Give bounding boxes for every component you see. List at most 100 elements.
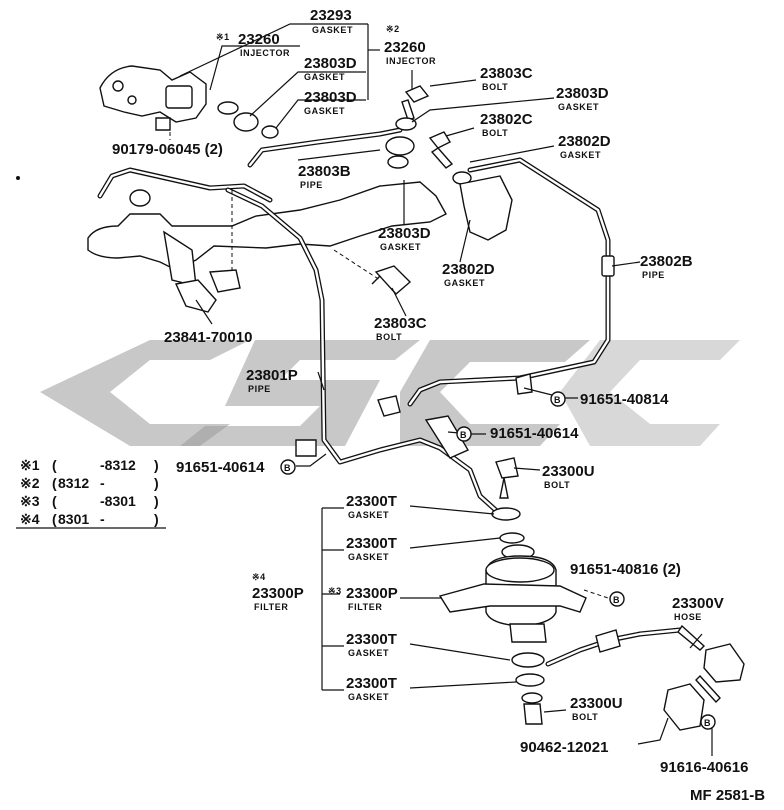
svg-text:GASKET: GASKET	[304, 106, 345, 116]
circle-b-marker: B	[456, 426, 472, 442]
svg-text:23802D: 23802D	[558, 133, 611, 150]
circle-b-marker: B	[280, 459, 296, 475]
circle-b-marker: B	[550, 391, 566, 407]
svg-text:23803C: 23803C	[374, 315, 427, 332]
label-23300P-a: ※4 23300P FILTER	[252, 572, 304, 612]
label-23803C-2: 23803C BOLT	[374, 315, 427, 342]
svg-text:8312: 8312	[58, 475, 89, 491]
svg-text:FILTER: FILTER	[348, 602, 382, 612]
svg-text:23801P: 23801P	[246, 367, 298, 384]
svg-text:(: (	[52, 493, 57, 509]
svg-text:(: (	[52, 457, 57, 473]
svg-text:GASKET: GASKET	[312, 25, 353, 35]
fuel-filter-assembly	[438, 457, 587, 725]
svg-text:(: (	[52, 511, 57, 527]
svg-text:23803C: 23803C	[480, 65, 533, 82]
svg-text:23300T: 23300T	[346, 631, 397, 648]
svg-text:GASKET: GASKET	[348, 692, 389, 702]
figure-code: MF 2581-B	[690, 787, 765, 804]
svg-text:BOLT: BOLT	[572, 712, 598, 722]
svg-text:GASKET: GASKET	[558, 102, 599, 112]
svg-text:※3: ※3	[20, 493, 40, 509]
svg-text:※1: ※1	[216, 32, 230, 42]
label-23803D-3: 23803D GASKET	[556, 85, 609, 112]
svg-text:PIPE: PIPE	[300, 180, 323, 190]
svg-text:PIPE: PIPE	[642, 270, 665, 280]
label-23841: 23841-70010	[164, 329, 252, 346]
label-23803D-2: 23803D GASKET	[304, 89, 357, 116]
label-91651-40614-b: 91651-40614	[176, 459, 265, 476]
svg-text:※1: ※1	[20, 457, 40, 473]
label-23801P: 23801P PIPE	[246, 367, 298, 394]
label-23260-b: ※2 23260 INJECTOR	[384, 24, 436, 66]
label-90179: 90179-06045 (2)	[112, 141, 223, 158]
label-23802B: 23802B PIPE	[640, 253, 693, 280]
svg-text:23802C: 23802C	[480, 111, 533, 128]
svg-text:23300T: 23300T	[346, 535, 397, 552]
svg-text:INJECTOR: INJECTOR	[386, 56, 436, 66]
svg-text:91616-40616: 91616-40616	[660, 759, 748, 776]
legend-row-1: ※1 ( -8312 )	[20, 457, 159, 473]
svg-text:23803D: 23803D	[556, 85, 609, 102]
label-23300T-4: 23300T GASKET	[346, 675, 397, 702]
svg-text:90179-06045 (2): 90179-06045 (2)	[112, 141, 223, 158]
svg-text:PIPE: PIPE	[248, 384, 271, 394]
svg-text:23300T: 23300T	[346, 493, 397, 510]
svg-text:※2: ※2	[386, 24, 400, 34]
svg-text:BOLT: BOLT	[544, 480, 570, 490]
svg-text:): )	[154, 493, 159, 509]
label-91651-40816: 91651-40816 (2)	[570, 561, 681, 578]
legend: ※1 ( -8312 ) ※2 ( 8312 - ) ※3 ( -8301 ) …	[20, 457, 159, 527]
svg-text:23802B: 23802B	[640, 253, 693, 270]
svg-text:91651-40816 (2): 91651-40816 (2)	[570, 561, 681, 578]
center-fittings	[371, 85, 513, 295]
svg-text:GASKET: GASKET	[444, 278, 485, 288]
label-23803C-1: 23803C BOLT	[480, 65, 533, 92]
svg-text:-8312: -8312	[100, 457, 136, 473]
circle-b-marker: B	[609, 591, 625, 607]
svg-text:23841-70010: 23841-70010	[164, 329, 252, 346]
svg-text:BOLT: BOLT	[482, 82, 508, 92]
circle-b-text: B	[554, 395, 561, 405]
svg-text:23260: 23260	[384, 39, 426, 56]
svg-text:): )	[154, 511, 159, 527]
svg-text:23803D: 23803D	[304, 55, 357, 72]
svg-text:GASKET: GASKET	[380, 242, 421, 252]
svg-text:23802D: 23802D	[442, 261, 495, 278]
svg-text:23803B: 23803B	[298, 163, 351, 180]
svg-text:23300T: 23300T	[346, 675, 397, 692]
svg-text:90462-12021: 90462-12021	[520, 739, 608, 756]
svg-text:GASKET: GASKET	[348, 648, 389, 658]
circle-b-text: B	[704, 718, 711, 728]
label-23300T-1: 23300T GASKET	[346, 493, 397, 520]
legend-row-4: ※4 ( 8301 - )	[20, 511, 159, 527]
stray-mark	[16, 176, 20, 180]
svg-text:): )	[154, 475, 159, 491]
svg-text:※4: ※4	[252, 572, 266, 582]
svg-text:23293: 23293	[310, 7, 352, 24]
svg-text:): )	[154, 457, 159, 473]
circle-b-text: B	[613, 595, 620, 605]
intake-manifold	[87, 181, 447, 313]
circle-b-text: B	[284, 463, 291, 473]
svg-text:※2: ※2	[20, 475, 40, 491]
svg-text:FILTER: FILTER	[254, 602, 288, 612]
svg-text:23300U: 23300U	[570, 695, 623, 712]
svg-text:91651-40814: 91651-40814	[580, 391, 669, 408]
svg-text:23300U: 23300U	[542, 463, 595, 480]
label-23803D-1: 23803D GASKET	[304, 55, 357, 82]
circle-b-text: B	[460, 430, 467, 440]
circle-b-marker: B	[700, 714, 716, 730]
svg-text:BOLT: BOLT	[482, 128, 508, 138]
svg-text:-8301: -8301	[100, 493, 136, 509]
svg-text:23300P: 23300P	[252, 585, 304, 602]
label-23260-a: ※1 23260 INJECTOR	[216, 31, 290, 58]
label-23300T-3: 23300T GASKET	[346, 631, 397, 658]
label-23300T-2: 23300T GASKET	[346, 535, 397, 562]
injector-assembly-left	[99, 65, 279, 139]
svg-text:23300P: 23300P	[346, 585, 398, 602]
svg-text:GASKET: GASKET	[560, 150, 601, 160]
svg-text:※3: ※3	[328, 586, 342, 596]
svg-text:91651-40614: 91651-40614	[490, 425, 579, 442]
